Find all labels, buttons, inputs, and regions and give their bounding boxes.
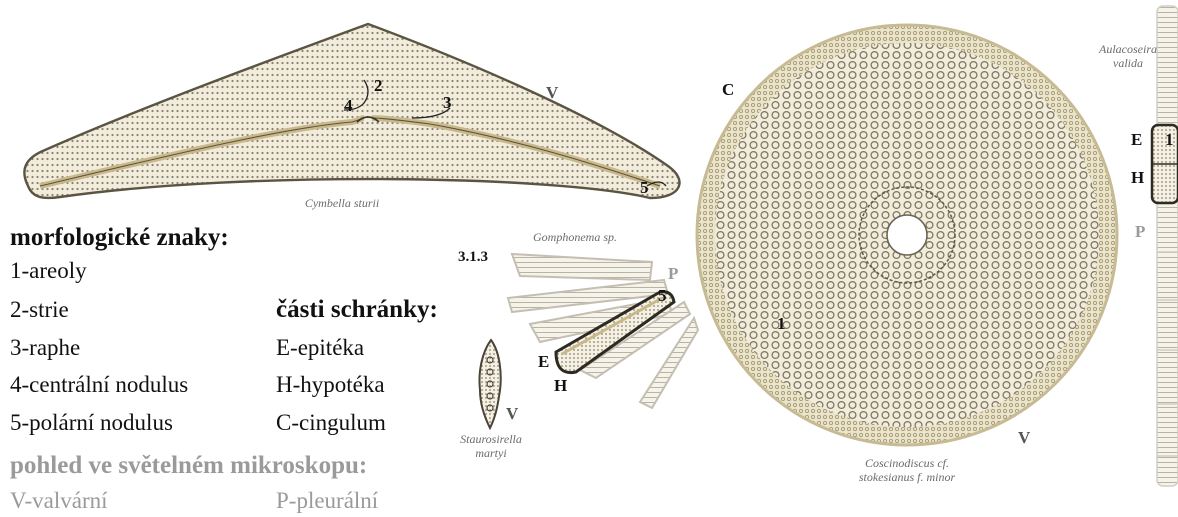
- coscinodiscus-label-v: V: [1018, 428, 1030, 448]
- staurosirella-drawing: [479, 340, 500, 428]
- gomphonema-label-e: E: [538, 352, 549, 372]
- cymbella-label-3: 3: [443, 93, 452, 113]
- staurosirella-label-v: V: [506, 404, 518, 424]
- morphology-item: 5-polární nodulus: [10, 410, 173, 436]
- staurosirella-caption-line1: Staurosirella: [446, 432, 536, 446]
- coscinodiscus-label-c: C: [722, 80, 734, 100]
- cymbella-label-v: V: [546, 83, 558, 103]
- frustule-part-item: H-hypotéka: [276, 372, 385, 398]
- coscinodiscus-caption: Coscinodiscus cf.stokesianus f. minor: [812, 456, 1002, 484]
- aulacoseira-label-e: E: [1131, 130, 1142, 150]
- cymbella-label-4: 4: [344, 96, 353, 116]
- gomphonema-label-h: H: [554, 376, 567, 396]
- staurosirella-caption-line2: martyi: [446, 446, 536, 460]
- gomphonema-label-5: 5: [658, 286, 667, 306]
- gomphonema-caption: Gomphonema sp.: [510, 230, 640, 244]
- gomphonema-genus: Gomphonema: [533, 230, 600, 244]
- morphology-heading: morfologické znaky:: [10, 224, 229, 252]
- cymbella-caption: Cymbella sturii: [262, 196, 422, 210]
- view-item: P-pleurální: [276, 488, 378, 514]
- aulacoseira-caption-line1: Aulacoseira: [1088, 42, 1168, 56]
- cymbella-label-2: 2: [374, 76, 383, 96]
- morphology-item: 4-centrální nodulus: [10, 372, 188, 398]
- coscinodiscus-drawing: [697, 25, 1117, 445]
- morphology-item: 3-raphe: [10, 335, 80, 361]
- frustule-part-item: E-epitéka: [276, 335, 364, 361]
- aulacoseira-caption-line2: valida: [1088, 56, 1168, 70]
- section-number: 3.1.3: [458, 249, 488, 266]
- frustule-parts-heading: části schránky:: [276, 296, 438, 324]
- coscinodiscus-caption-line2: stokesianus f. minor: [812, 470, 1002, 484]
- coscinodiscus-caption-line1: Coscinodiscus cf.: [812, 456, 1002, 470]
- aulacoseira-drawing: [1152, 6, 1178, 486]
- coscinodiscus-label-1: 1: [777, 314, 786, 334]
- aulacoseira-label-1: 1: [1165, 130, 1174, 150]
- aulacoseira-label-h: H: [1131, 168, 1144, 188]
- aulacoseira-label-p: P: [1135, 222, 1145, 242]
- morphology-item: 1-areoly: [10, 258, 87, 284]
- gomphonema-label-p: P: [668, 264, 678, 284]
- frustule-part-item: C-cingulum: [276, 410, 386, 436]
- view-item: V-valvární: [10, 488, 108, 514]
- gomphonema-species: sp.: [600, 230, 617, 244]
- morphology-item: 2-strie: [10, 297, 69, 323]
- microscope-view-heading: pohled ve světelném mikroskopu:: [10, 452, 367, 480]
- cymbella-label-5: 5: [640, 178, 649, 198]
